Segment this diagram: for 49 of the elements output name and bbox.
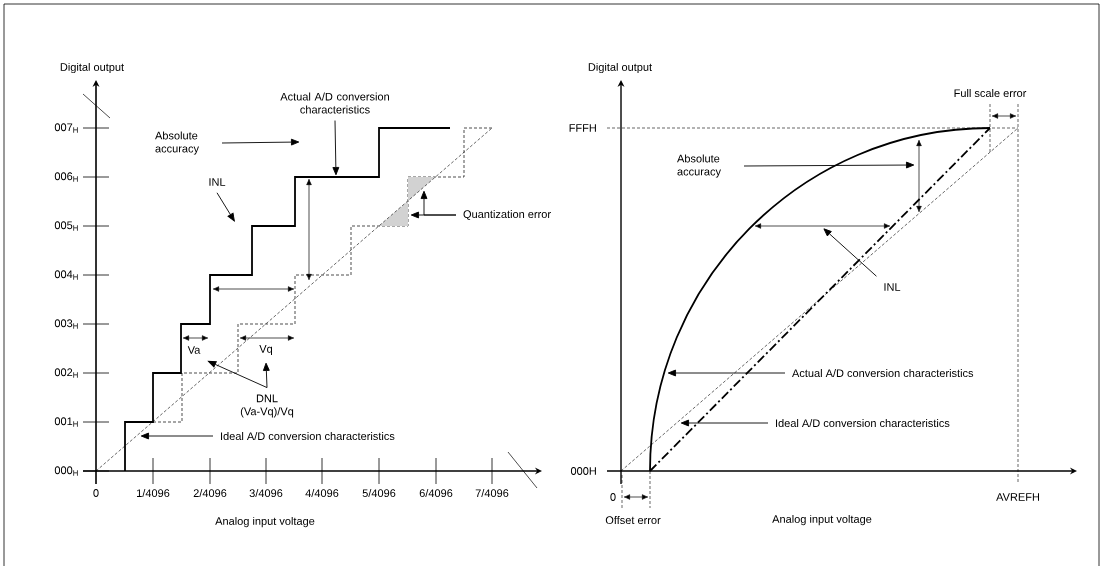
leader-line bbox=[262, 362, 270, 389]
annotation-text: INL bbox=[884, 283, 901, 291]
leader-line bbox=[680, 419, 769, 427]
leader-line bbox=[823, 228, 877, 277]
annotation-text: Absolute accuracy bbox=[155, 131, 199, 155]
annotation-text: Offset error bbox=[605, 516, 661, 525]
axis-label: Analog input voltage bbox=[215, 516, 315, 528]
annotation-text: Actual A/D conversion characteristics bbox=[280, 92, 389, 114]
tick-label: 3/4096 bbox=[249, 488, 283, 498]
annotation-text: Quantization error bbox=[463, 210, 551, 220]
annotation-text: Full scale error bbox=[954, 88, 1027, 98]
leader-line bbox=[140, 432, 214, 440]
annotation-text: Absolute accuracy bbox=[677, 154, 721, 178]
leader-line bbox=[216, 192, 235, 222]
tick-label: 002$_{H}$ bbox=[54, 368, 78, 378]
leader-line bbox=[332, 120, 340, 176]
tick-label: 001$_{H}$ bbox=[54, 417, 78, 427]
tick-label: FFFH bbox=[569, 124, 596, 132]
leader-line bbox=[221, 138, 300, 146]
leader-line bbox=[667, 369, 786, 377]
leader-line bbox=[743, 161, 915, 169]
tick-label: 6/4096 bbox=[419, 488, 453, 498]
tick-label: 000H bbox=[570, 467, 596, 475]
annotation-text: Ideal A/D conversion characteristics bbox=[221, 431, 395, 441]
leader-line bbox=[208, 360, 268, 389]
annotation-text: Actual A/D conversion characteristics bbox=[792, 368, 974, 378]
annotation-text: Vq bbox=[259, 345, 273, 355]
annotation-text: Va bbox=[187, 346, 201, 354]
tick-label: AVREFH bbox=[996, 493, 1039, 501]
leader-line bbox=[420, 190, 457, 216]
tick-label: 006$_{H}$ bbox=[54, 172, 78, 182]
axis-label: Digital output bbox=[588, 62, 652, 74]
tick-label: 0 bbox=[93, 489, 99, 497]
axis-label: Digital output bbox=[60, 62, 124, 74]
annotation-text: DNL (Va-Vq)/Vq bbox=[240, 394, 294, 418]
tick-label: 4/4096 bbox=[305, 488, 339, 498]
tick-label: 003$_{H}$ bbox=[54, 319, 78, 329]
tick-label: 7/4096 bbox=[475, 488, 509, 498]
tick-label: 5/4096 bbox=[362, 488, 396, 498]
tick-label: 000$_{H}$ bbox=[54, 466, 78, 476]
tick-label: 1/4096 bbox=[137, 488, 170, 498]
tick-label: 2/4096 bbox=[193, 488, 227, 498]
tick-label: 005$_{H}$ bbox=[54, 221, 78, 231]
tick-label: 007$_{H}$ bbox=[54, 123, 78, 133]
tick-label: 0 bbox=[610, 493, 616, 501]
tick-label: 004$_{H}$ bbox=[54, 270, 78, 280]
annotation-text: Ideal A/D conversion characteristics bbox=[776, 418, 950, 428]
annotation-text: INL bbox=[209, 178, 226, 186]
axis-label: Analog input voltage bbox=[772, 514, 872, 526]
